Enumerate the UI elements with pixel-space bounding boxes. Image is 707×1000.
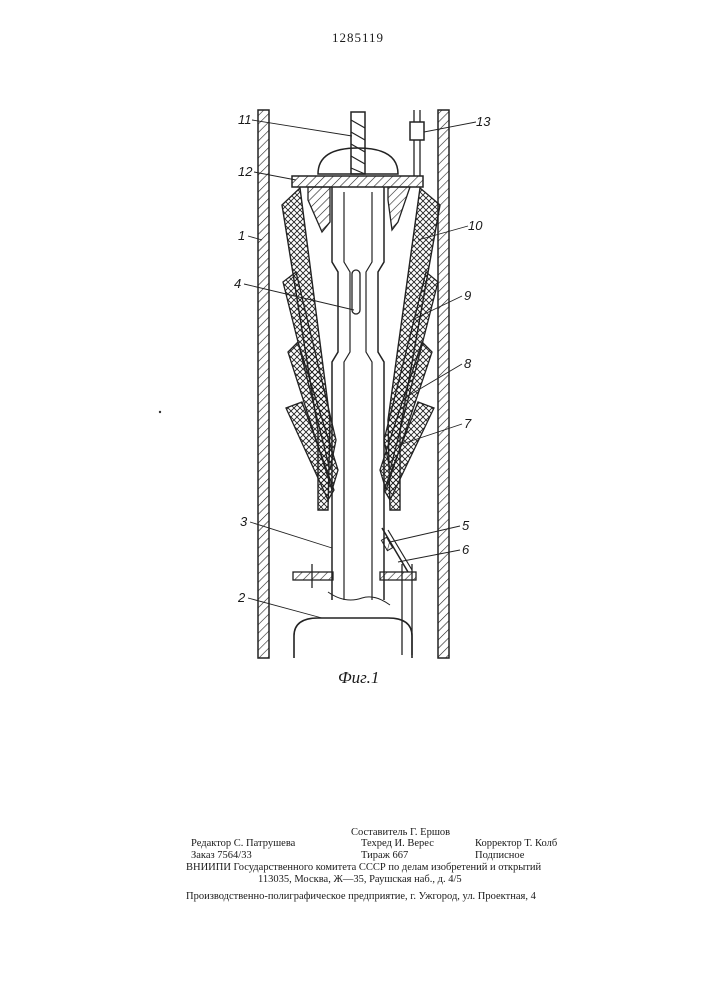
label-7: 7 <box>464 416 472 431</box>
footer-institute: ВНИИПИ Государственного комитета СССР по… <box>186 862 541 874</box>
footer-address: 113035, Москва, Ж—35, Раушская наб., д. … <box>258 874 462 886</box>
footer-circulation: Тираж 667 <box>361 850 408 862</box>
label-9: 9 <box>464 288 471 303</box>
footer-printer: Производственно-полиграфическое предприя… <box>186 891 536 903</box>
label-6: 6 <box>462 542 470 557</box>
label-4: 4 <box>234 276 241 291</box>
top-plate <box>292 176 423 232</box>
footer-editor: Редактор С. Патрушева <box>191 838 295 850</box>
cable-cap <box>318 148 398 174</box>
speck <box>159 411 161 413</box>
pump-body <box>294 618 412 658</box>
label-1: 1 <box>238 228 245 243</box>
label-8: 8 <box>464 356 472 371</box>
label-12: 12 <box>238 164 253 179</box>
sensor <box>410 110 424 176</box>
sleeves-left <box>282 188 338 510</box>
label-11: 11 <box>238 112 252 127</box>
footer-corrector: Корректор Т. Колб <box>475 838 557 850</box>
figure-caption: Фиг.1 <box>338 668 379 688</box>
label-5: 5 <box>462 518 470 533</box>
label-2: 2 <box>237 590 246 605</box>
technical-drawing: 11 12 1 4 3 2 13 10 9 8 7 5 6 <box>0 0 707 700</box>
cable <box>351 112 365 174</box>
label-10: 10 <box>468 218 483 233</box>
valve <box>381 528 412 572</box>
footer-subscription: Подписное <box>475 850 524 862</box>
label-13: 13 <box>476 114 491 129</box>
footer-order: Заказ 7564/33 <box>191 850 252 862</box>
central-tube <box>328 187 390 605</box>
label-3: 3 <box>240 514 248 529</box>
footer-techred: Техред И. Верес <box>361 838 434 850</box>
ring-flange <box>293 564 416 655</box>
